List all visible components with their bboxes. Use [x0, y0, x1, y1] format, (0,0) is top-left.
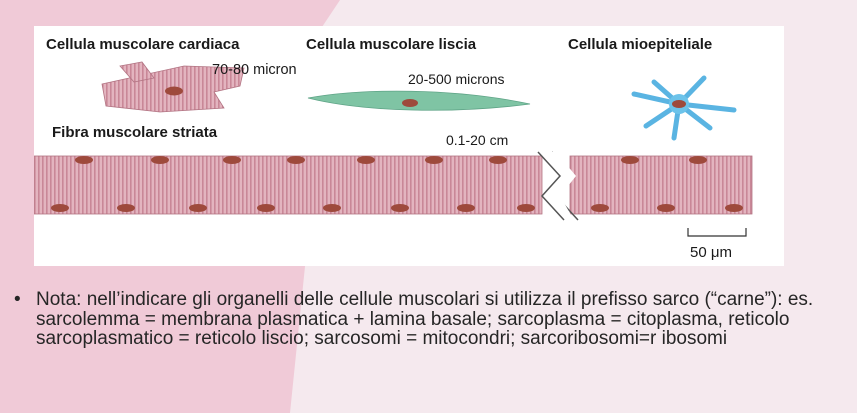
smooth-cell-label: Cellula muscolare liscia: [306, 36, 477, 53]
cardiac-cell-label: Cellula muscolare cardiaca: [46, 36, 240, 53]
striated-nuclei: [51, 156, 743, 212]
smooth-nucleus: [402, 99, 418, 107]
note-bullet: •: [14, 289, 21, 310]
striated-fiber-drawing: [34, 151, 753, 221]
muscle-cells-illustration: [34, 61, 753, 237]
note-text: Nota: nell’indicare gli organelli delle …: [36, 289, 814, 349]
cardiac-nucleus: [165, 86, 183, 96]
scale-bar-label: 50 μm: [690, 244, 732, 261]
muscle-cells-figure: Cellula muscolare cardiaca Cellula musco…: [34, 26, 784, 266]
cardiac-cell-drawing: [101, 61, 245, 113]
smooth-size-label: 20-500 microns: [408, 71, 505, 87]
myoepithelial-cell-label: Cellula mioepiteliale: [568, 36, 713, 53]
cardiac-size-label: 70-80 micron: [212, 62, 297, 78]
striated-size-label: 0.1-20 cm: [446, 132, 509, 148]
smooth-cell-drawing: [307, 90, 531, 111]
myoepithelial-cell-drawing: [631, 75, 737, 141]
myoepithelial-nucleus: [672, 100, 686, 108]
scale-bar-line: [687, 228, 747, 237]
striated-fiber-label: Fibra muscolare striata: [52, 124, 218, 141]
